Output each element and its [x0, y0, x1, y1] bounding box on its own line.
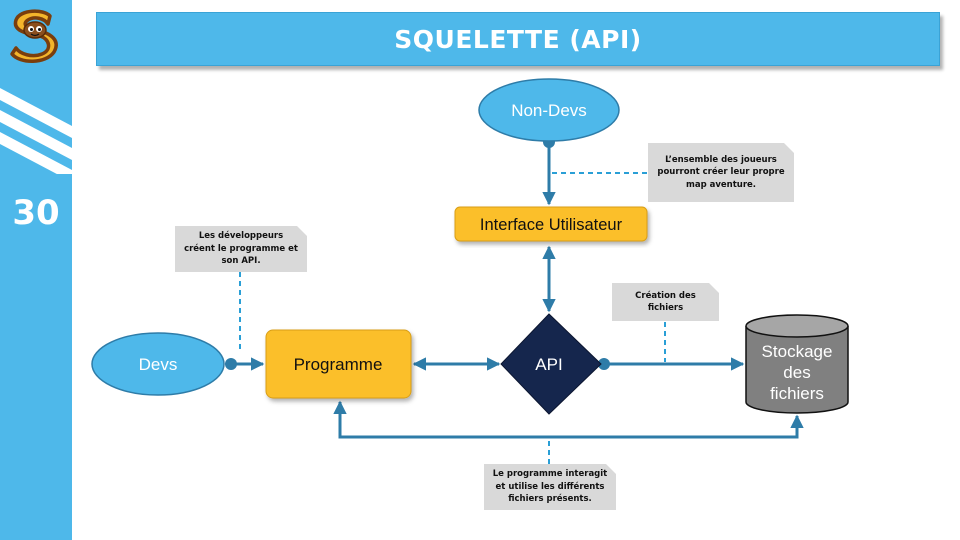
node-stockage-line1: Stockage	[762, 342, 833, 361]
node-stockage: Stockage des fichiers	[745, 314, 849, 414]
sidebar: 30	[0, 0, 72, 540]
connector-dot-devs	[225, 358, 237, 370]
note-developpeurs-text: Les développeurs créent le programme et …	[184, 231, 298, 267]
node-non-devs: Non-Devs	[478, 78, 620, 142]
node-stockage-line3: fichiers	[770, 384, 824, 403]
page-number: 30	[12, 193, 60, 233]
title-bar: SQUELETTE (API)	[96, 12, 940, 66]
node-api: API	[500, 313, 602, 415]
slide-title: SQUELETTE (API)	[394, 24, 642, 54]
node-programme: Programme	[265, 329, 412, 399]
node-non-devs-label: Non-Devs	[511, 101, 587, 120]
note-creation: Création des fichiers	[612, 283, 719, 321]
note-interagit-text: Le programme interagit et utilise les di…	[492, 469, 608, 505]
node-interface-utilisateur: Interface Utilisateur	[454, 206, 648, 242]
note-developpeurs: Les développeurs créent le programme et …	[175, 226, 307, 272]
note-interagit: Le programme interagit et utilise les di…	[484, 464, 616, 510]
node-interface-label: Interface Utilisateur	[480, 216, 623, 234]
node-devs-label: Devs	[139, 355, 178, 374]
node-stockage-line2: des	[783, 363, 810, 382]
decorative-stripes	[0, 88, 72, 174]
connector-dot-api	[598, 358, 610, 370]
note-joueurs-text: L’ensemble des joueurs pourront créer le…	[657, 154, 785, 190]
node-devs: Devs	[91, 332, 225, 396]
node-programme-label: Programme	[294, 355, 383, 374]
s-mascot-logo-icon	[10, 9, 58, 63]
node-api-label: API	[535, 355, 562, 374]
note-joueurs: L’ensemble des joueurs pourront créer le…	[648, 143, 794, 202]
connector-programme-stockage	[333, 400, 804, 439]
note-creation-text: Création des fichiers	[635, 290, 696, 313]
